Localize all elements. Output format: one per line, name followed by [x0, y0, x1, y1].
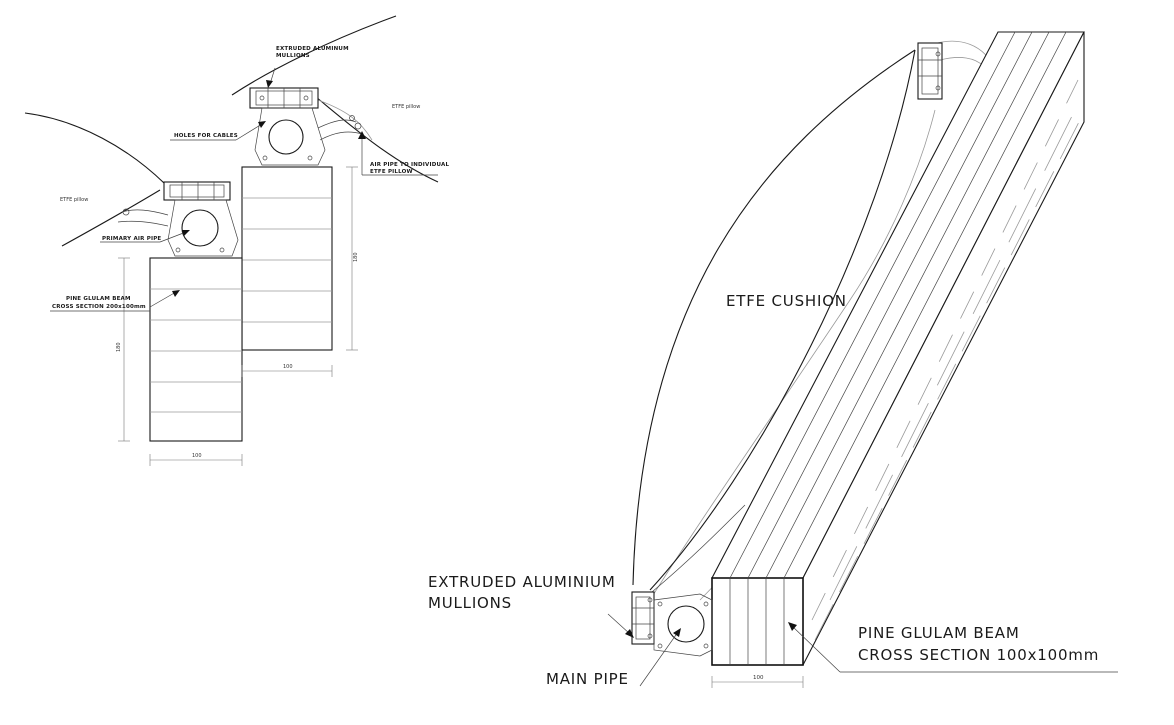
dimension-right-width	[241, 365, 333, 377]
dim-height-left-text: 180	[116, 342, 122, 352]
upper-branch-pipe	[317, 119, 363, 141]
label-iso-mullion-line1: EXTRUDED ALUMINIUM	[428, 573, 616, 591]
etfe-cushion-inner	[649, 49, 916, 591]
label-holes-for-cables: HOLES FOR CABLES	[174, 133, 238, 139]
label-etfe-pillow-left: ETFE pillow	[60, 197, 88, 203]
leader-holes-cables	[235, 123, 263, 141]
dimension-right-height	[346, 166, 358, 351]
label-etfe-pillow-right: ETFE pillow	[392, 104, 420, 110]
glulam-beam-right	[241, 166, 333, 351]
primary-air-pipe-circle	[181, 209, 219, 247]
label-beam-line2: CROSS SECTION 200x100mm	[52, 304, 146, 310]
etfe-pillow-upper-curve	[231, 15, 397, 96]
label-beam-iso-line1: PINE GLULAM BEAM	[858, 624, 1020, 642]
leader-iso-mullion	[607, 613, 631, 635]
dimension-left-height	[118, 257, 130, 442]
label-etfe-cushion: ETFE CUSHION	[726, 292, 847, 310]
label-beam-line1: PINE GLULAM BEAM	[66, 296, 131, 302]
etfe-pillow-upper-lower-curve	[315, 96, 439, 183]
upper-pipe-bracket	[254, 107, 326, 166]
leader-primary-air-pipe	[159, 231, 187, 243]
pipe-bracket-iso	[653, 593, 713, 657]
lower-pipe-bracket	[167, 199, 239, 257]
etfe-cushion-outline	[632, 49, 916, 586]
upper-mullion	[249, 87, 319, 109]
label-primary-air-pipe: PRIMARY AIR PIPE	[102, 236, 161, 242]
leader-beam-left	[149, 291, 177, 308]
lower-mullion-iso	[631, 591, 655, 645]
etfe-pillow-left-lower-curve	[61, 189, 161, 247]
label-main-pipe: MAIN PIPE	[546, 670, 629, 688]
label-air-pipe-line2: ETFE PILLOW	[370, 169, 413, 175]
dimension-iso-width	[711, 676, 804, 688]
glulam-beam-left	[149, 257, 243, 442]
main-pipe-circle	[667, 605, 705, 643]
dim-width-left-text: 100	[192, 453, 202, 459]
etfe-pillow-left-upper-curve	[24, 112, 165, 184]
glulam-beam-iso	[711, 31, 1085, 666]
leader-main-pipe	[639, 631, 679, 687]
dimension-left-width	[149, 454, 243, 466]
dim-width-right-text: 100	[283, 364, 293, 370]
label-air-pipe-line1: AIR PIPE TO INDIVIDUAL	[370, 162, 449, 168]
label-mullion-line2: MULLIONS	[276, 53, 310, 59]
label-mullion-line1: EXTRUDED ALUMINUM	[276, 46, 349, 52]
upper-air-pipe	[268, 119, 304, 155]
dim-width-iso-text: 100	[753, 675, 764, 681]
right-isometric-detail: 100 ETFE CUSHION EXTRUDED ALUMINIUM MULL…	[428, 31, 1118, 688]
dim-height-right-text: 180	[353, 252, 359, 262]
lower-mullion	[163, 181, 231, 201]
left-section-detail: 180 180 100 100	[24, 15, 449, 466]
label-iso-mullion-line2: MULLIONS	[428, 594, 512, 612]
lower-branch-pipe	[117, 209, 169, 227]
upper-mullion-iso	[917, 42, 943, 100]
label-beam-iso-line2: CROSS SECTION 100x100mm	[858, 646, 1099, 664]
etfe-pillow-upper-inner	[317, 99, 373, 141]
leader-beam-iso	[791, 625, 841, 673]
